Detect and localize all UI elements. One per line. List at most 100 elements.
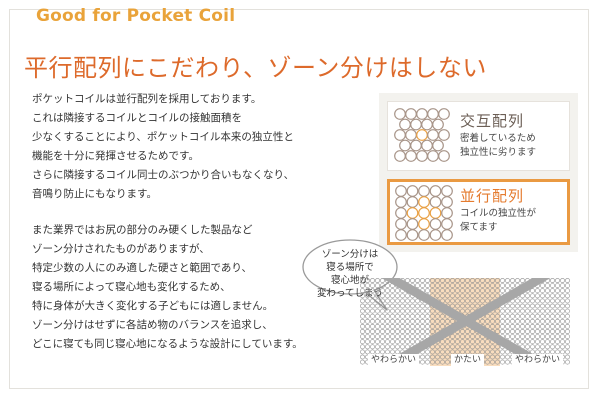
coil-circle [365, 303, 370, 309]
coil-circle [445, 354, 450, 360]
coil-circle [415, 324, 420, 329]
coil-circle [565, 308, 570, 314]
coil-circle [416, 129, 428, 141]
coil-circle [410, 313, 415, 319]
coil-circle [420, 329, 425, 334]
coil-circle [515, 308, 520, 314]
coil-circle [435, 344, 440, 350]
coil-circle [395, 207, 407, 219]
coil-circle [490, 354, 495, 360]
speech-bubble-text: ゾーン分けは 寝る場所で 寝心地が 変わってしまう [300, 248, 400, 300]
zone-label-soft-right: やわらかい [512, 354, 564, 367]
coil-circle [418, 218, 430, 230]
coil-circle [475, 278, 480, 283]
coil-circle [485, 298, 490, 304]
coil-circle [395, 218, 407, 230]
coil-circle [500, 278, 505, 283]
coil-circle [505, 354, 510, 360]
coil-circle [420, 308, 425, 314]
coil-circle [515, 313, 520, 319]
coil-circle [429, 185, 442, 197]
coil-circle [416, 108, 428, 120]
coil-circle [560, 308, 565, 314]
coil-circle [495, 324, 500, 329]
coil-circle [525, 313, 530, 319]
bubble-line: 寝る場所で [326, 262, 374, 273]
coil-circle [445, 293, 450, 299]
coil-circle [365, 308, 370, 314]
coil-circle [380, 283, 385, 288]
coil-circle [545, 334, 550, 339]
coil-circle [435, 313, 440, 319]
coil-circle [515, 339, 520, 345]
coil-circle [535, 303, 540, 309]
coil-circle [400, 318, 405, 324]
coil-circle [535, 334, 540, 339]
coil-circle [460, 298, 465, 304]
coil-circle [480, 278, 485, 283]
coil-circle [505, 313, 510, 319]
coil-circle [450, 278, 455, 283]
coil-circle [520, 329, 525, 334]
coil-circle [405, 339, 410, 345]
coil-circle [435, 318, 440, 324]
coil-circle [455, 278, 460, 283]
coil-circle [470, 334, 475, 339]
coil-circle [429, 229, 442, 241]
coil-circle [460, 278, 465, 283]
coil-circle [370, 334, 375, 339]
coil-circle [380, 324, 385, 329]
coil-circle [485, 288, 490, 294]
coil-circle [360, 329, 365, 334]
coil-circle [441, 196, 453, 208]
coil-circle [485, 318, 490, 324]
coil-circle [390, 344, 395, 350]
coil-circle [385, 298, 390, 304]
coil-circle [410, 278, 415, 283]
coil-circle [520, 318, 525, 324]
coil-circle [438, 129, 450, 141]
coil-circle [455, 288, 460, 294]
coil-circle [475, 339, 480, 345]
coil-circle [370, 298, 375, 304]
coil-circle [360, 308, 365, 314]
coil-circle [565, 283, 570, 288]
coil-circle [365, 344, 370, 350]
coil-circle [375, 329, 380, 334]
coil-circle [460, 293, 465, 299]
description-line: 機能を十分に発揮させるためです。 [32, 150, 199, 162]
description-line: さらに隣接するコイル同士のぶつかり合いもなくなり、 [32, 169, 295, 181]
coil-circle [480, 283, 485, 288]
coil-circle [390, 329, 395, 334]
coil-circle [360, 293, 365, 299]
coil-circle [427, 129, 439, 141]
coil-circle [429, 207, 442, 219]
coil-circle [450, 283, 455, 288]
coil-circle [360, 288, 365, 294]
coil-circle [430, 354, 435, 360]
coil-circle [385, 303, 390, 309]
coil-circle [460, 339, 465, 345]
coil-circle [415, 298, 420, 304]
coil-circle [360, 278, 365, 283]
parallel-coil-card: 並行配列 コイルの独立性が 保てます [387, 179, 570, 245]
coil-circle [555, 278, 560, 283]
coil-circle [430, 349, 435, 355]
coil-circle [375, 313, 380, 319]
coil-circle [535, 344, 540, 350]
coil-circle [560, 303, 565, 309]
coil-circle [430, 329, 435, 334]
coil-circle [535, 308, 540, 314]
coil-circle [418, 207, 430, 219]
coil-circle [395, 324, 400, 329]
coil-circle [540, 283, 545, 288]
coil-circle [441, 229, 453, 241]
coil-circle [565, 288, 570, 294]
alternating-coil-card: 交互配列 密着しているため 独立性に劣ります [387, 101, 570, 171]
coil-circle [465, 278, 470, 283]
coil-circle [390, 339, 395, 345]
coil-circle [540, 334, 545, 339]
coil-circle [365, 298, 370, 304]
coil-circle [460, 288, 465, 294]
coil-circle [450, 288, 455, 294]
